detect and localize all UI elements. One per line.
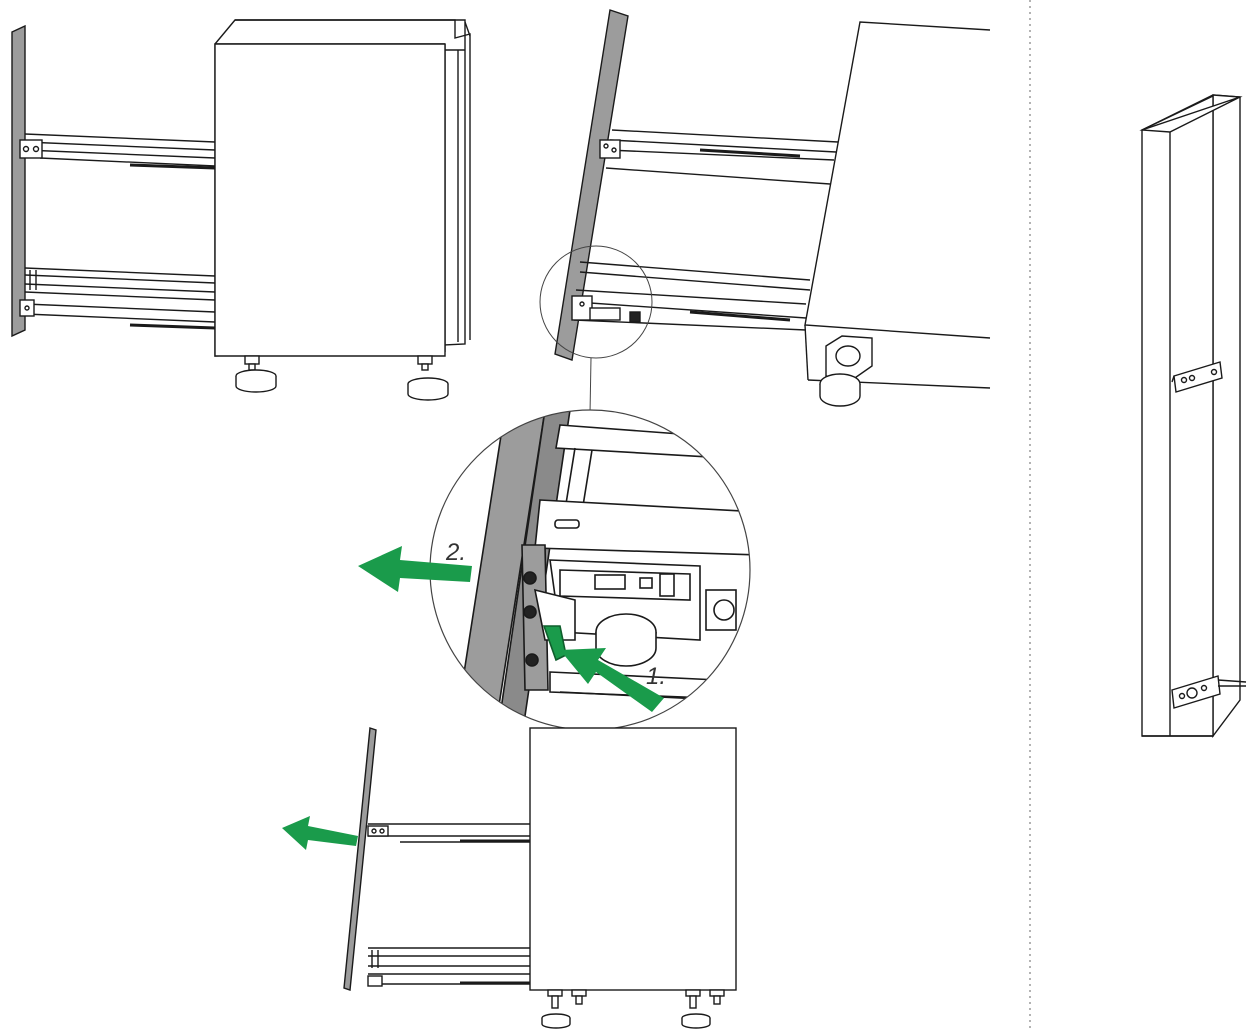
upper-bracket <box>1171 361 1223 393</box>
cabinet-legs <box>235 355 449 401</box>
pull-arrow-icon <box>282 816 358 850</box>
lower-bracket <box>1171 675 1247 709</box>
cabinet <box>214 19 471 357</box>
upper-rail-perspective <box>599 129 839 185</box>
front-panel-face <box>1141 94 1214 737</box>
pull-arrow-icon <box>560 648 664 712</box>
pull-arrow-icon <box>358 546 472 592</box>
lower-rail-perspective <box>571 261 811 331</box>
figure-front-panel-brackets <box>1139 94 1247 739</box>
detail-marker-circle <box>539 245 653 359</box>
front-panel-detail <box>451 410 546 730</box>
front-panel-removed <box>343 727 377 991</box>
figure-drawer-closed <box>11 19 471 401</box>
cabinet-removed <box>529 727 737 991</box>
upper-rail <box>19 133 216 170</box>
step-1-label: 1. <box>646 663 666 690</box>
leg-perspective <box>819 335 873 407</box>
cabinet-perspective <box>804 21 991 389</box>
figure-detail-magnified: 1. 2. <box>358 409 751 731</box>
lower-rail-removed <box>367 947 530 987</box>
step-2-label: 2. <box>445 539 466 566</box>
front-panel <box>11 24 26 338</box>
cabinet-legs-removed <box>541 989 725 1029</box>
lower-rail <box>19 267 216 330</box>
detail-leader-line <box>589 357 592 415</box>
front-panel-tilted <box>554 9 629 361</box>
upper-rail-removed <box>367 823 530 843</box>
figure-front-removed <box>282 727 737 1029</box>
figure-drawer-perspective <box>539 9 991 415</box>
